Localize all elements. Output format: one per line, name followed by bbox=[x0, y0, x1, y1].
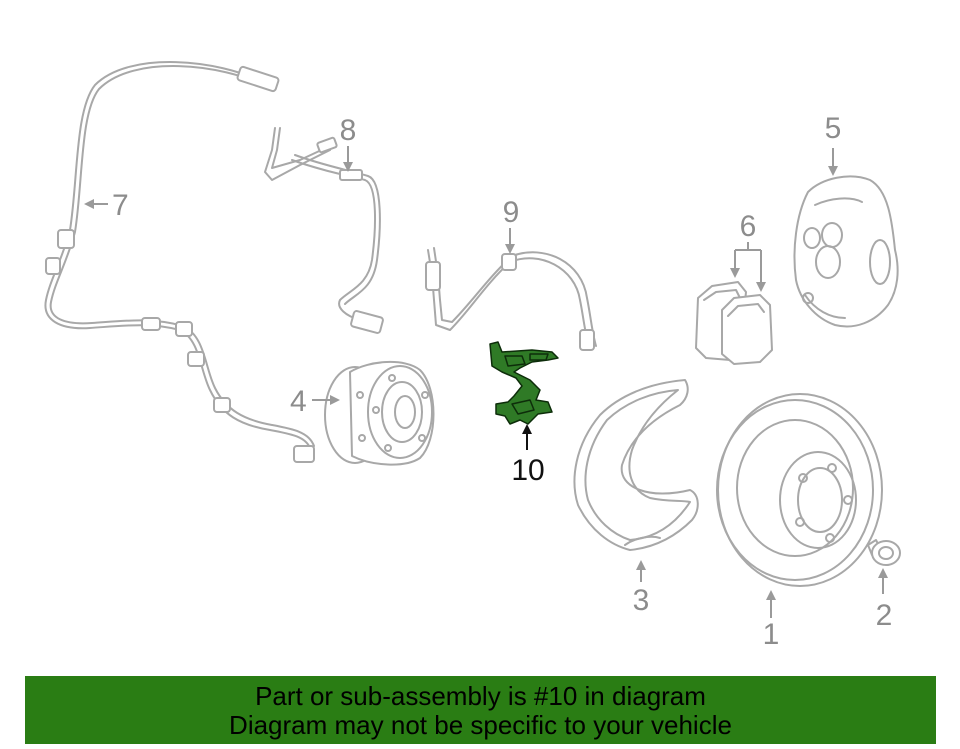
callout-5: 5 bbox=[825, 112, 842, 176]
callout-6: 6 bbox=[730, 210, 766, 292]
callout-10: 10 bbox=[511, 424, 545, 487]
callout-2: 2 bbox=[876, 568, 893, 632]
svg-text:10: 10 bbox=[511, 454, 544, 487]
svg-text:8: 8 bbox=[340, 114, 357, 147]
part-3-splash-shield bbox=[573, 379, 699, 551]
callout-4: 4 bbox=[290, 385, 340, 418]
svg-text:4: 4 bbox=[290, 385, 307, 418]
svg-text:2: 2 bbox=[876, 599, 893, 632]
part-4-wheel-hub bbox=[324, 360, 435, 466]
svg-text:7: 7 bbox=[112, 189, 129, 222]
callout-1: 1 bbox=[763, 590, 780, 651]
part-2-bolt bbox=[867, 539, 901, 566]
part-9-brake-hose bbox=[425, 247, 597, 351]
part-5-brake-caliper bbox=[793, 175, 899, 328]
svg-text:9: 9 bbox=[503, 196, 520, 229]
info-banner: Part or sub-assembly is #10 in diagram D… bbox=[25, 676, 936, 744]
part-1-brake-rotor bbox=[716, 393, 883, 587]
svg-text:3: 3 bbox=[633, 584, 650, 617]
callout-3: 3 bbox=[633, 560, 650, 617]
part-7-abs-sensor-wire bbox=[44, 61, 315, 463]
part-10-highlighted-bracket bbox=[489, 341, 559, 425]
banner-line-2: Diagram may not be specific to your vehi… bbox=[229, 710, 732, 740]
part-6-brake-pads bbox=[695, 281, 773, 365]
svg-text:1: 1 bbox=[763, 618, 780, 651]
callout-9: 9 bbox=[503, 196, 520, 254]
part-8-wear-sensor bbox=[264, 127, 384, 334]
svg-text:5: 5 bbox=[825, 112, 842, 145]
brake-parts-diagram: 1 2 3 4 5 6 7 8 9 bbox=[44, 61, 901, 651]
callout-8: 8 bbox=[340, 114, 357, 172]
callout-7: 7 bbox=[84, 189, 129, 222]
svg-text:6: 6 bbox=[740, 210, 757, 243]
banner-line-1: Part or sub-assembly is #10 in diagram bbox=[255, 681, 706, 711]
